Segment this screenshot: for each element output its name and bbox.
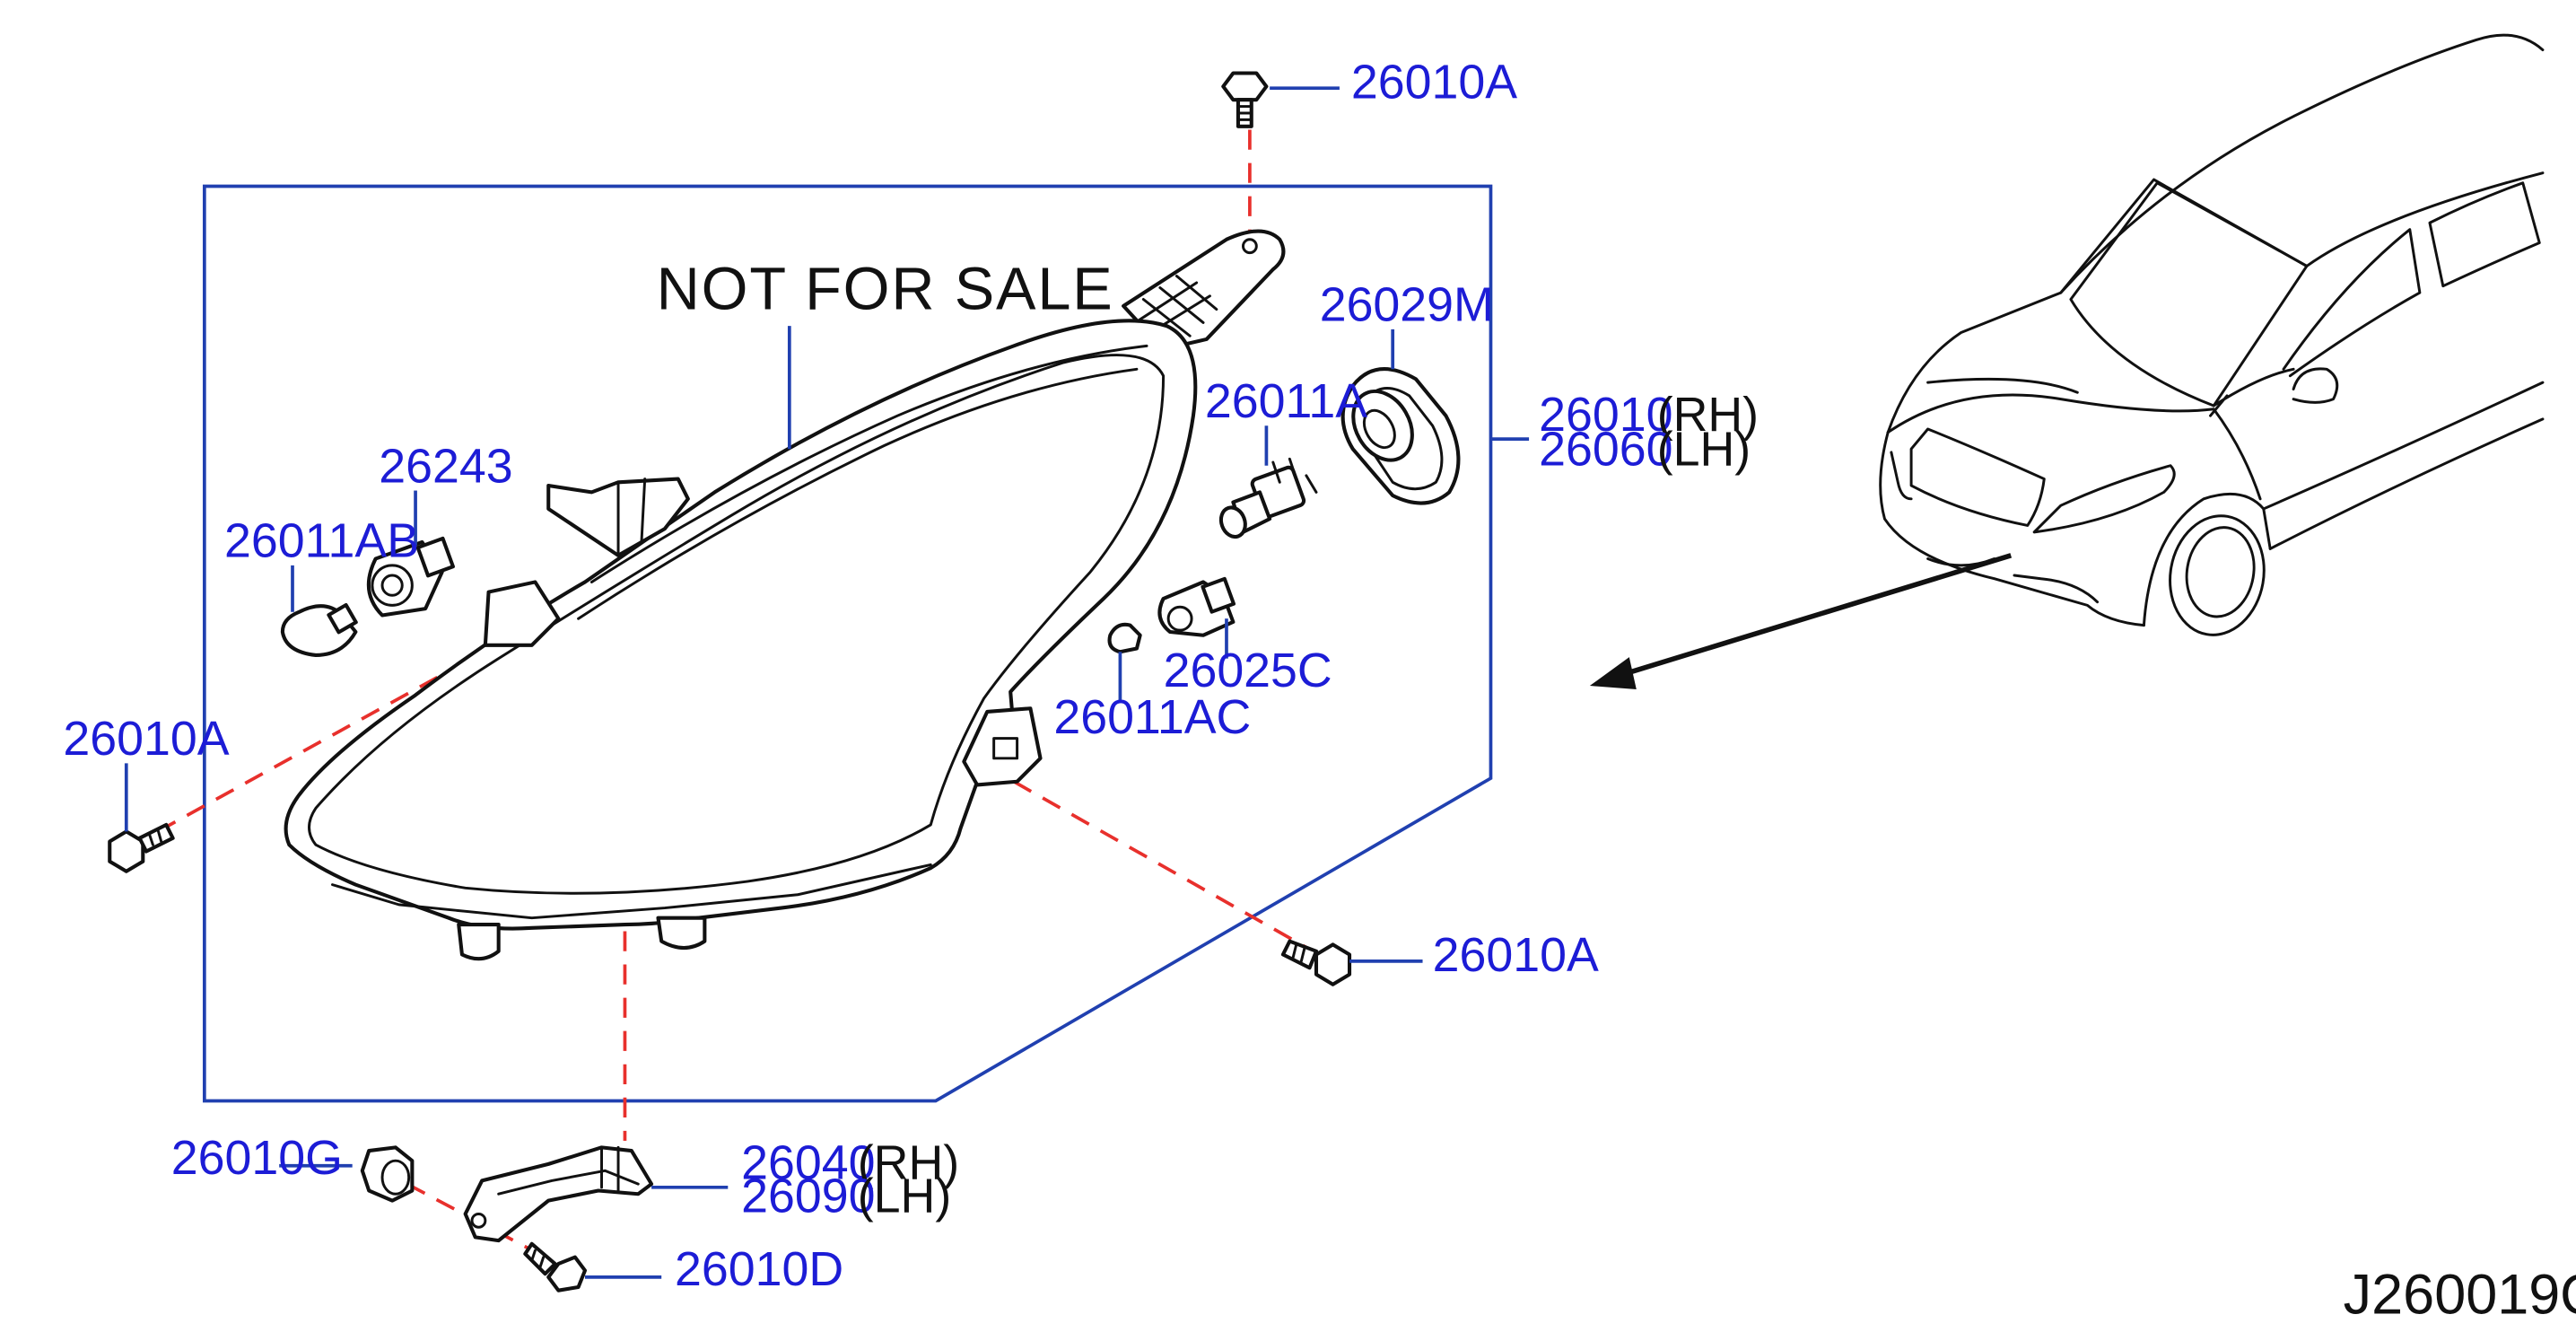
lower-foot-left <box>457 923 501 961</box>
left-side-mount <box>483 580 561 647</box>
label-clip: 26010G <box>171 1131 343 1185</box>
upper-ridge-2 <box>577 367 1139 620</box>
socket-cover <box>1340 367 1461 505</box>
lower-trim <box>330 863 932 920</box>
leader-lines <box>124 86 1530 1279</box>
headlamp-housing <box>284 229 1286 961</box>
label-position-socket: 26025C <box>1164 644 1332 697</box>
top-mounting-tab <box>1122 229 1286 352</box>
label-screw: 26010D <box>675 1242 843 1296</box>
position-socket <box>1157 576 1236 637</box>
vehicle-illustration <box>1879 33 2545 636</box>
car-windshield <box>2069 181 2309 407</box>
label-bracket-rh-side: (RH) <box>858 1136 959 1190</box>
label-bracket-lh-side: (LH) <box>858 1170 951 1223</box>
label-housing-lh: 26060 <box>1539 423 1672 477</box>
label-position-bulb: 26011AC <box>1053 690 1251 744</box>
screw <box>523 1241 588 1293</box>
upper-ridge <box>589 344 1148 583</box>
location-arrow <box>1589 553 2013 690</box>
lower-foot-center <box>656 916 707 951</box>
label-bolt-top: 26010A <box>1351 55 1517 109</box>
turn-bulb <box>280 602 358 657</box>
label-turn-bulb: 26011AB <box>224 514 419 568</box>
car-front <box>1879 431 2145 627</box>
label-bracket-lh: 26090 <box>741 1170 875 1223</box>
position-bulb <box>1107 622 1142 654</box>
lens-body <box>284 319 1198 931</box>
turn-socket <box>366 536 455 618</box>
bolt-left <box>108 822 175 873</box>
tab-hole <box>1242 238 1258 255</box>
label-bracket-rh: 26040 <box>741 1136 875 1190</box>
label-socket-cover: 26029M <box>1320 278 1494 332</box>
label-bolt-right: 26010A <box>1433 928 1599 982</box>
label-bolt-left: 26010A <box>63 712 229 766</box>
diagram-code: J260019Q <box>2344 1264 2576 1327</box>
label-housing-rh-side: (RH) <box>1657 388 1759 442</box>
car-mirror <box>2292 367 2339 404</box>
bolt-top <box>1221 71 1269 128</box>
not-for-sale-caption: NOT FOR SALE <box>657 257 1114 323</box>
connector-slot <box>992 737 1019 760</box>
lens-inner-outline <box>308 354 1166 895</box>
headlamp-bulb <box>1218 457 1318 539</box>
car-roof <box>1886 33 2545 434</box>
car-wheel-arch <box>2142 492 2272 627</box>
label-turn-socket: 26243 <box>379 439 512 493</box>
mounting-bracket <box>463 1145 654 1243</box>
label-housing-lh-side: (LH) <box>1657 423 1751 477</box>
label-housing-rh: 26010 <box>1539 388 1672 442</box>
adjuster-detail <box>616 478 647 557</box>
car-wheel <box>2169 514 2266 636</box>
clip <box>360 1145 415 1203</box>
assembly-frame <box>202 184 1493 1103</box>
label-headlamp-bulb: 26011A <box>1205 374 1367 428</box>
bolt-right <box>1280 939 1352 986</box>
connector-block <box>962 706 1043 787</box>
